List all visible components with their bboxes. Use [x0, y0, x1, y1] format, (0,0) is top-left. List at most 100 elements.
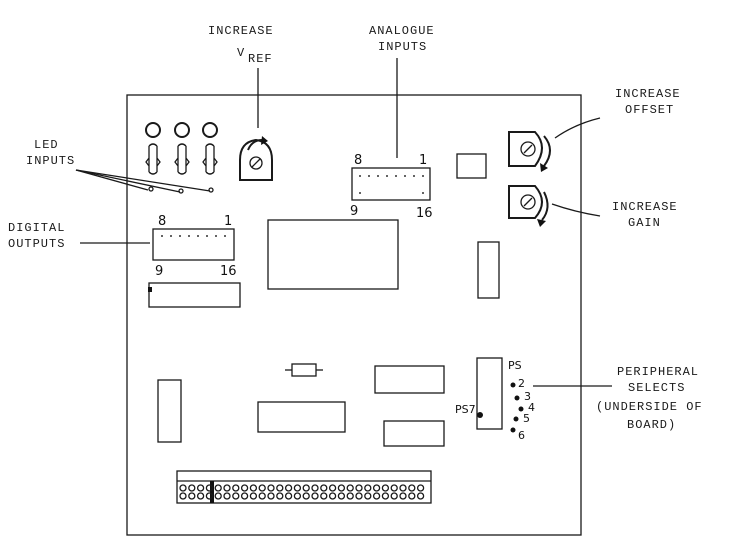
edge-pin	[223, 484, 231, 492]
analogue-inputs-label-line2: INPUTS	[378, 40, 427, 54]
edge-pin	[355, 484, 363, 492]
analogue-pin-16: 16	[416, 206, 433, 221]
edge-pin	[302, 484, 310, 492]
offset-leader-line	[554, 117, 601, 139]
edge-pin	[205, 492, 214, 500]
edge-pin	[399, 492, 407, 500]
edge-connector-pins	[179, 484, 425, 500]
increase-gain-label-line2: GAIN	[628, 216, 661, 230]
vref-v-label: V	[237, 46, 245, 60]
analogue-pin-8: 8	[354, 153, 362, 168]
peripheral-label-line4: BOARD)	[627, 418, 676, 432]
ps-dot-5	[513, 416, 519, 422]
ps-5-label: 5	[523, 412, 530, 425]
small-resistor	[285, 363, 323, 377]
digital-pin-1: 1	[224, 214, 232, 229]
board-outline	[126, 94, 582, 536]
edge-pin	[258, 492, 266, 500]
edge-pin	[381, 492, 390, 500]
edge-pin	[416, 492, 425, 500]
peripheral-select-connector	[476, 357, 503, 430]
edge-pin	[293, 492, 302, 500]
edge-pin	[214, 484, 222, 492]
increase-offset-label-line1: INCREASE	[615, 87, 681, 101]
edge-pin	[179, 484, 187, 492]
edge-pin	[390, 484, 398, 492]
edge-pin	[205, 484, 214, 492]
edge-pin	[408, 484, 416, 492]
analogue-pin-1: 1	[419, 153, 427, 168]
offset-trimmer	[508, 131, 551, 172]
edge-pin	[196, 492, 205, 500]
lower-right-ic-1	[374, 365, 445, 394]
ps-3-label: 3	[524, 390, 531, 403]
edge-pin	[416, 484, 425, 492]
ps-2-label: 2	[518, 377, 525, 390]
gain-leader-line	[551, 203, 601, 217]
edge-pin	[328, 484, 337, 492]
digital-pin-16: 16	[220, 264, 237, 279]
edge-pin	[355, 492, 363, 500]
led-3	[202, 122, 218, 193]
edge-pin	[196, 484, 205, 492]
edge-pin	[372, 492, 381, 500]
edge-pin	[381, 484, 390, 492]
digital-pin-8: 8	[158, 214, 166, 229]
ps7-label: PS7	[455, 403, 476, 416]
edge-pin	[320, 492, 328, 500]
digital-outputs-connector	[152, 228, 235, 261]
edge-pin	[399, 484, 407, 492]
ps-dot-6	[510, 427, 516, 433]
edge-pin	[258, 484, 266, 492]
edge-pin	[232, 484, 240, 492]
led-1	[145, 122, 161, 192]
edge-pin	[372, 484, 381, 492]
peripheral-label-line1: PERIPHERAL	[617, 365, 699, 379]
increase-offset-label-line2: OFFSET	[625, 103, 674, 117]
edge-pin	[179, 492, 187, 500]
edge-connector-key	[210, 481, 214, 503]
vref-trimmer	[239, 136, 273, 181]
increase-gain-label-line1: INCREASE	[612, 200, 678, 214]
main-ic	[267, 219, 399, 290]
analogue-connector-pins	[359, 175, 424, 194]
ps-dot-3	[514, 395, 520, 401]
edge-pin	[240, 484, 249, 492]
edge-pin	[240, 492, 249, 500]
lower-right-ic-2	[383, 420, 445, 447]
gain-trimmer	[508, 185, 549, 227]
edge-pin	[232, 492, 240, 500]
edge-pin	[346, 484, 354, 492]
edge-pin	[284, 484, 293, 492]
peripheral-label-line3: (UNDERSIDE OF	[596, 400, 703, 414]
edge-pin	[311, 492, 319, 500]
edge-pin	[364, 492, 372, 500]
analogue-inputs-connector	[351, 167, 431, 201]
digital-outputs-label-line1: DIGITAL	[8, 221, 65, 235]
small-square-component	[456, 153, 487, 179]
digital-pin-9: 9	[155, 264, 163, 279]
edge-pin	[276, 484, 284, 492]
led-inputs-label-line2: INPUTS	[26, 154, 75, 168]
led-leader-line-2	[75, 169, 181, 193]
peripheral-label-line2: SELECTS	[628, 381, 685, 395]
edge-pin	[337, 484, 346, 492]
ps-dot-2	[510, 382, 516, 388]
led-leader-line-3	[75, 169, 211, 192]
analogue-pin-9: 9	[350, 204, 358, 219]
edge-pin	[267, 484, 275, 492]
edge-pin	[302, 492, 310, 500]
ps-4-label: 4	[528, 401, 535, 414]
edge-pin	[223, 492, 231, 500]
edge-pin	[188, 492, 196, 500]
ps-6-label: 6	[518, 429, 525, 442]
edge-pin	[408, 492, 416, 500]
edge-pin	[214, 492, 222, 500]
edge-pin	[320, 484, 328, 492]
edge-pin	[249, 492, 258, 500]
vref-subscript-label: REF	[248, 52, 273, 66]
lower-center-ic	[257, 401, 346, 433]
left-vertical-chip	[157, 379, 182, 443]
strip-pin1-marker	[148, 287, 152, 292]
